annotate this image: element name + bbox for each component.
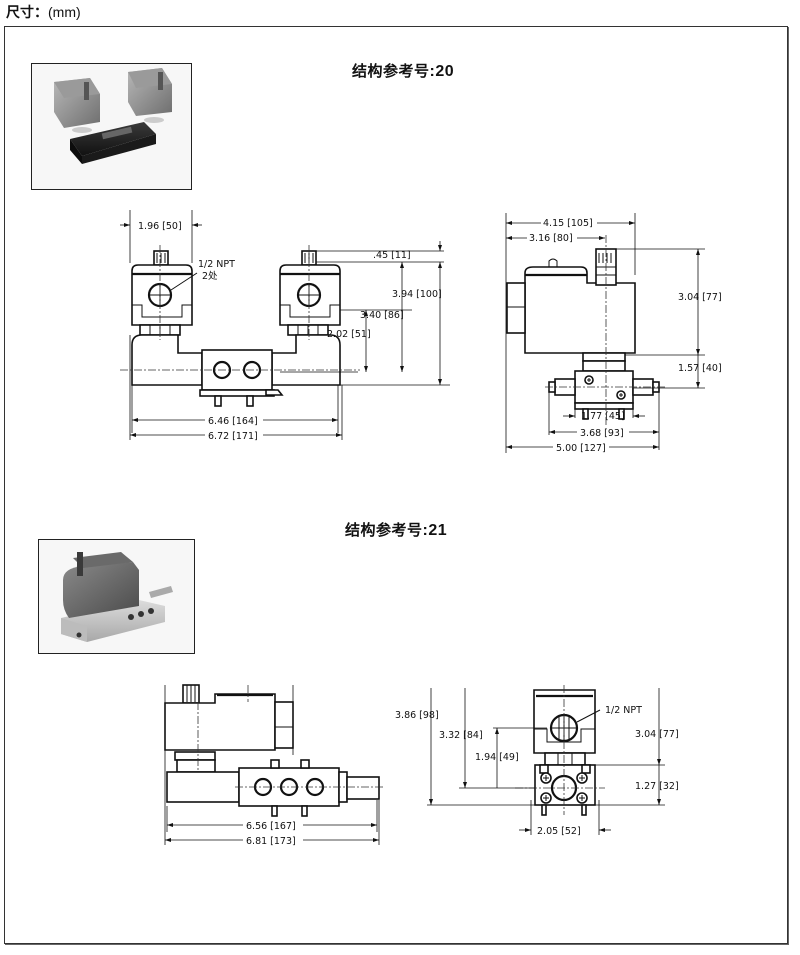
product-photo-20	[31, 63, 192, 190]
dim-inner-length: 6.56 [167]	[246, 821, 296, 832]
dim-base-width: 2.05 [52]	[537, 826, 581, 837]
section-title-number: :20	[429, 63, 455, 80]
dim-solenoid-width: 1.96 [50]	[138, 221, 182, 232]
section-title-prefix: 结构参考号	[352, 62, 430, 80]
dim-overall-length: 6.81 [173]	[246, 836, 296, 847]
section-title-21: 结构参考号:21	[345, 519, 447, 540]
drawing-frame	[4, 26, 788, 944]
screw-icon	[540, 772, 552, 784]
section-title-number: :21	[422, 522, 448, 539]
page-header: 尺寸：(mm)	[6, 2, 81, 22]
dim-port-height: 2.02 [51]	[327, 329, 371, 340]
side-coil	[524, 266, 636, 354]
section-20-front-view: 1.96 [50] 1/2 NPT 2处 .45 [11] 3.94 [100]…	[120, 210, 450, 442]
dim-center-offset: 3.16 [80]	[529, 233, 573, 244]
dim-fitting-width: 3.68 [93]	[580, 428, 624, 439]
dim-coil-height: 3.04 [77]	[635, 729, 679, 740]
callout-npt: 1/2 NPT	[198, 259, 235, 270]
dim-port-to-top: 3.40 [86]	[360, 310, 404, 321]
dim-inner-length: 6.46 [164]	[208, 416, 258, 427]
dim-overall-depth: 4.15 [105]	[543, 218, 593, 229]
header-unit: (mm)	[48, 4, 81, 20]
dim-overall-height: 3.86 [98]	[395, 710, 439, 721]
dim-base-height: 1.27 [32]	[635, 781, 679, 792]
dim-overall-width: 5.00 [127]	[556, 443, 606, 454]
manifold-left	[131, 334, 203, 386]
dim-body-height: 1.57 [40]	[678, 363, 722, 374]
section-title-prefix: 结构参考号	[345, 521, 423, 539]
callout-npt: 1/2 NPT	[605, 705, 642, 716]
dual-solenoid-photo	[32, 64, 191, 189]
dim-top-cap: .45 [11]	[373, 250, 411, 261]
section-title-20: 结构参考号:20	[352, 60, 454, 81]
product-photo-21	[38, 539, 195, 654]
dim-height: 3.04 [77]	[678, 292, 722, 303]
dim-body-width: 1.77 [45]	[581, 411, 625, 422]
screw-icon	[576, 792, 588, 804]
single-solenoid-photo	[39, 540, 194, 653]
callout-note: 2处	[202, 270, 218, 282]
dim-port-to-top: 3.32 [84]	[439, 730, 483, 741]
manifold	[166, 771, 240, 803]
header-label: 尺寸：	[6, 5, 48, 21]
section-21-side-view: 1/2 NPT 3.86 [98] 3.32 [84] 1.94 [49] 3.…	[395, 685, 679, 837]
screw-icon	[540, 792, 552, 804]
dim-overall-length: 6.72 [171]	[208, 431, 258, 442]
dim-overall-height: 3.94 [100]	[392, 289, 442, 300]
manifold-right	[271, 334, 341, 386]
screw-icon	[576, 772, 588, 784]
section-21-front-view: 6.56 [167] 6.81 [173]	[164, 684, 385, 847]
dim-port-height: 1.94 [49]	[475, 752, 519, 763]
section-20-side-view: 4.15 [105] 3.16 [80] 3.04 [77] 1.57 [40]…	[505, 213, 722, 454]
coil	[164, 693, 276, 751]
